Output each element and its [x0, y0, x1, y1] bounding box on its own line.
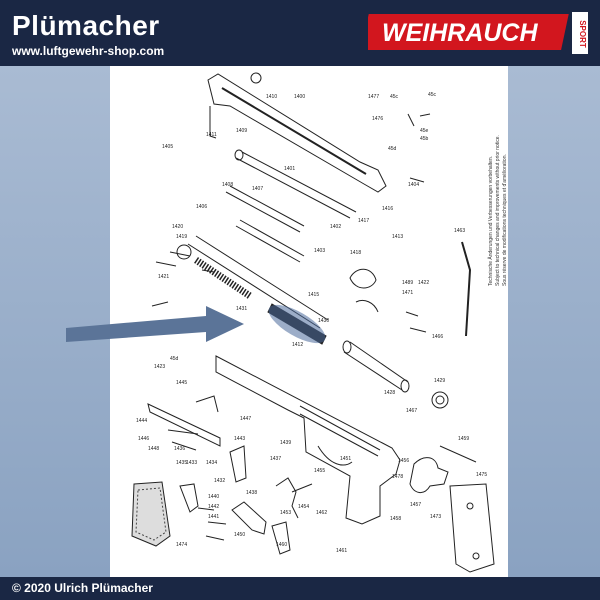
grip-frame — [215, 355, 401, 525]
svg-text:1418: 1418 — [350, 250, 361, 256]
svg-text:1436: 1436 — [174, 446, 185, 452]
svg-text:1446: 1446 — [138, 436, 149, 442]
svg-text:1466: 1466 — [432, 334, 443, 340]
svg-text:1477: 1477 — [368, 94, 379, 100]
brand-name[interactable]: Plümacher — [12, 10, 160, 41]
weihrauch-logo: WEIHRAUCH SPORT — [368, 12, 588, 54]
pointer-arrow — [66, 306, 244, 342]
svg-text:1421: 1421 — [158, 274, 169, 280]
svg-text:1467: 1467 — [406, 408, 417, 414]
svg-text:1415: 1415 — [308, 292, 319, 298]
svg-text:1440: 1440 — [208, 494, 219, 500]
svg-text:1463: 1463 — [454, 228, 465, 234]
svg-text:1453: 1453 — [280, 510, 291, 516]
svg-text:45d: 45d — [388, 146, 397, 152]
svg-text:1461: 1461 — [336, 548, 347, 554]
svg-text:1404: 1404 — [408, 182, 419, 188]
svg-text:1478: 1478 — [392, 474, 403, 480]
logo-sub: SPORT — [578, 20, 587, 48]
svg-text:45d: 45d — [170, 356, 179, 362]
svg-text:1459: 1459 — [458, 436, 469, 442]
svg-text:1458: 1458 — [390, 516, 401, 522]
main-spring — [194, 257, 252, 299]
svg-text:1451: 1451 — [340, 456, 351, 462]
svg-text:1456: 1456 — [398, 458, 409, 464]
site-header: Plümacher www.luftgewehr-shop.com WEIHRA… — [0, 0, 600, 66]
svg-text:1411: 1411 — [206, 132, 217, 138]
svg-text:1457: 1457 — [410, 502, 421, 508]
svg-text:1489: 1489 — [402, 280, 413, 286]
svg-text:1444: 1444 — [136, 418, 147, 424]
svg-text:1448: 1448 — [148, 446, 159, 452]
note-de: Technische Änderungen und Verbesserungen… — [487, 156, 494, 286]
notes-block: Technische Änderungen und Verbesserungen… — [487, 135, 508, 286]
svg-text:1407: 1407 — [252, 186, 263, 192]
svg-text:1400: 1400 — [294, 94, 305, 100]
copyright-text: © 2020 Ulrich Plümacher — [12, 581, 153, 595]
svg-text:1447: 1447 — [240, 416, 251, 422]
svg-text:1423: 1423 — [154, 364, 165, 370]
exploded-view-diagram: 1410 1400 1409 1411 1405 1477 45c 45c 14… — [66, 72, 508, 573]
svg-text:1460: 1460 — [276, 542, 287, 548]
svg-text:45c: 45c — [390, 94, 399, 100]
brand-url[interactable]: www.luftgewehr-shop.com — [12, 44, 165, 58]
svg-text:1450: 1450 — [234, 532, 245, 538]
svg-text:45c: 45c — [428, 92, 437, 98]
trigger-part — [409, 457, 449, 493]
svg-text:1462: 1462 — [316, 510, 327, 516]
svg-text:1406: 1406 — [196, 204, 207, 210]
svg-text:1401: 1401 — [284, 166, 295, 172]
svg-text:1431: 1431 — [236, 306, 247, 312]
svg-text:1437: 1437 — [270, 456, 281, 462]
svg-text:1435: 1435 — [176, 460, 187, 466]
svg-text:45e: 45e — [420, 128, 429, 134]
svg-text:1410: 1410 — [266, 94, 277, 100]
svg-text:1420: 1420 — [172, 224, 183, 230]
svg-text:1438: 1438 — [246, 490, 257, 496]
image-area: 1410 1400 1409 1411 1405 1477 45c 45c 14… — [0, 66, 600, 577]
svg-text:1416: 1416 — [382, 206, 393, 212]
svg-text:1455: 1455 — [314, 468, 325, 474]
svg-text:45b: 45b — [420, 136, 429, 142]
svg-text:1422: 1422 — [418, 280, 429, 286]
svg-text:1471: 1471 — [402, 290, 413, 296]
svg-text:1413: 1413 — [392, 234, 403, 240]
site-footer: © 2020 Ulrich Plümacher — [0, 577, 600, 600]
svg-text:1433: 1433 — [186, 460, 197, 466]
part-number-labels: 1410 1400 1409 1411 1405 1477 45c 45c 14… — [136, 92, 487, 554]
svg-text:1454: 1454 — [298, 504, 309, 510]
svg-text:1474: 1474 — [176, 542, 187, 548]
svg-text:1402: 1402 — [330, 224, 341, 230]
right-grip-panel — [449, 483, 495, 573]
svg-text:1405: 1405 — [162, 144, 173, 150]
frame-top — [207, 73, 387, 193]
svg-text:1417: 1417 — [358, 218, 369, 224]
logo-text: WEIHRAUCH — [382, 19, 538, 47]
left-grip-panel — [131, 481, 171, 547]
svg-text:1475: 1475 — [476, 472, 487, 478]
trigger-bar — [147, 403, 221, 447]
svg-text:1428: 1428 — [384, 390, 395, 396]
svg-text:1429: 1429 — [434, 378, 445, 384]
svg-text:1419: 1419 — [176, 234, 187, 240]
svg-text:1409: 1409 — [236, 128, 247, 134]
svg-text:1441: 1441 — [208, 514, 219, 520]
svg-text:1445: 1445 — [176, 380, 187, 386]
svg-text:1403: 1403 — [314, 248, 325, 254]
svg-text:1434: 1434 — [206, 460, 217, 466]
note-en: Subject to technical changes and improve… — [495, 135, 501, 286]
svg-text:1439: 1439 — [280, 440, 291, 446]
svg-text:1443: 1443 — [234, 436, 245, 442]
highlighted-part-label: 1430 — [318, 318, 329, 324]
svg-text:1442: 1442 — [208, 504, 219, 510]
svg-text:1432: 1432 — [214, 478, 225, 484]
svg-text:1473: 1473 — [430, 514, 441, 520]
svg-text:1408: 1408 — [222, 182, 233, 188]
note-fr: Sous réserve de modifications techniques… — [502, 154, 508, 286]
svg-text:1412: 1412 — [292, 342, 303, 348]
svg-text:1476: 1476 — [372, 116, 383, 122]
